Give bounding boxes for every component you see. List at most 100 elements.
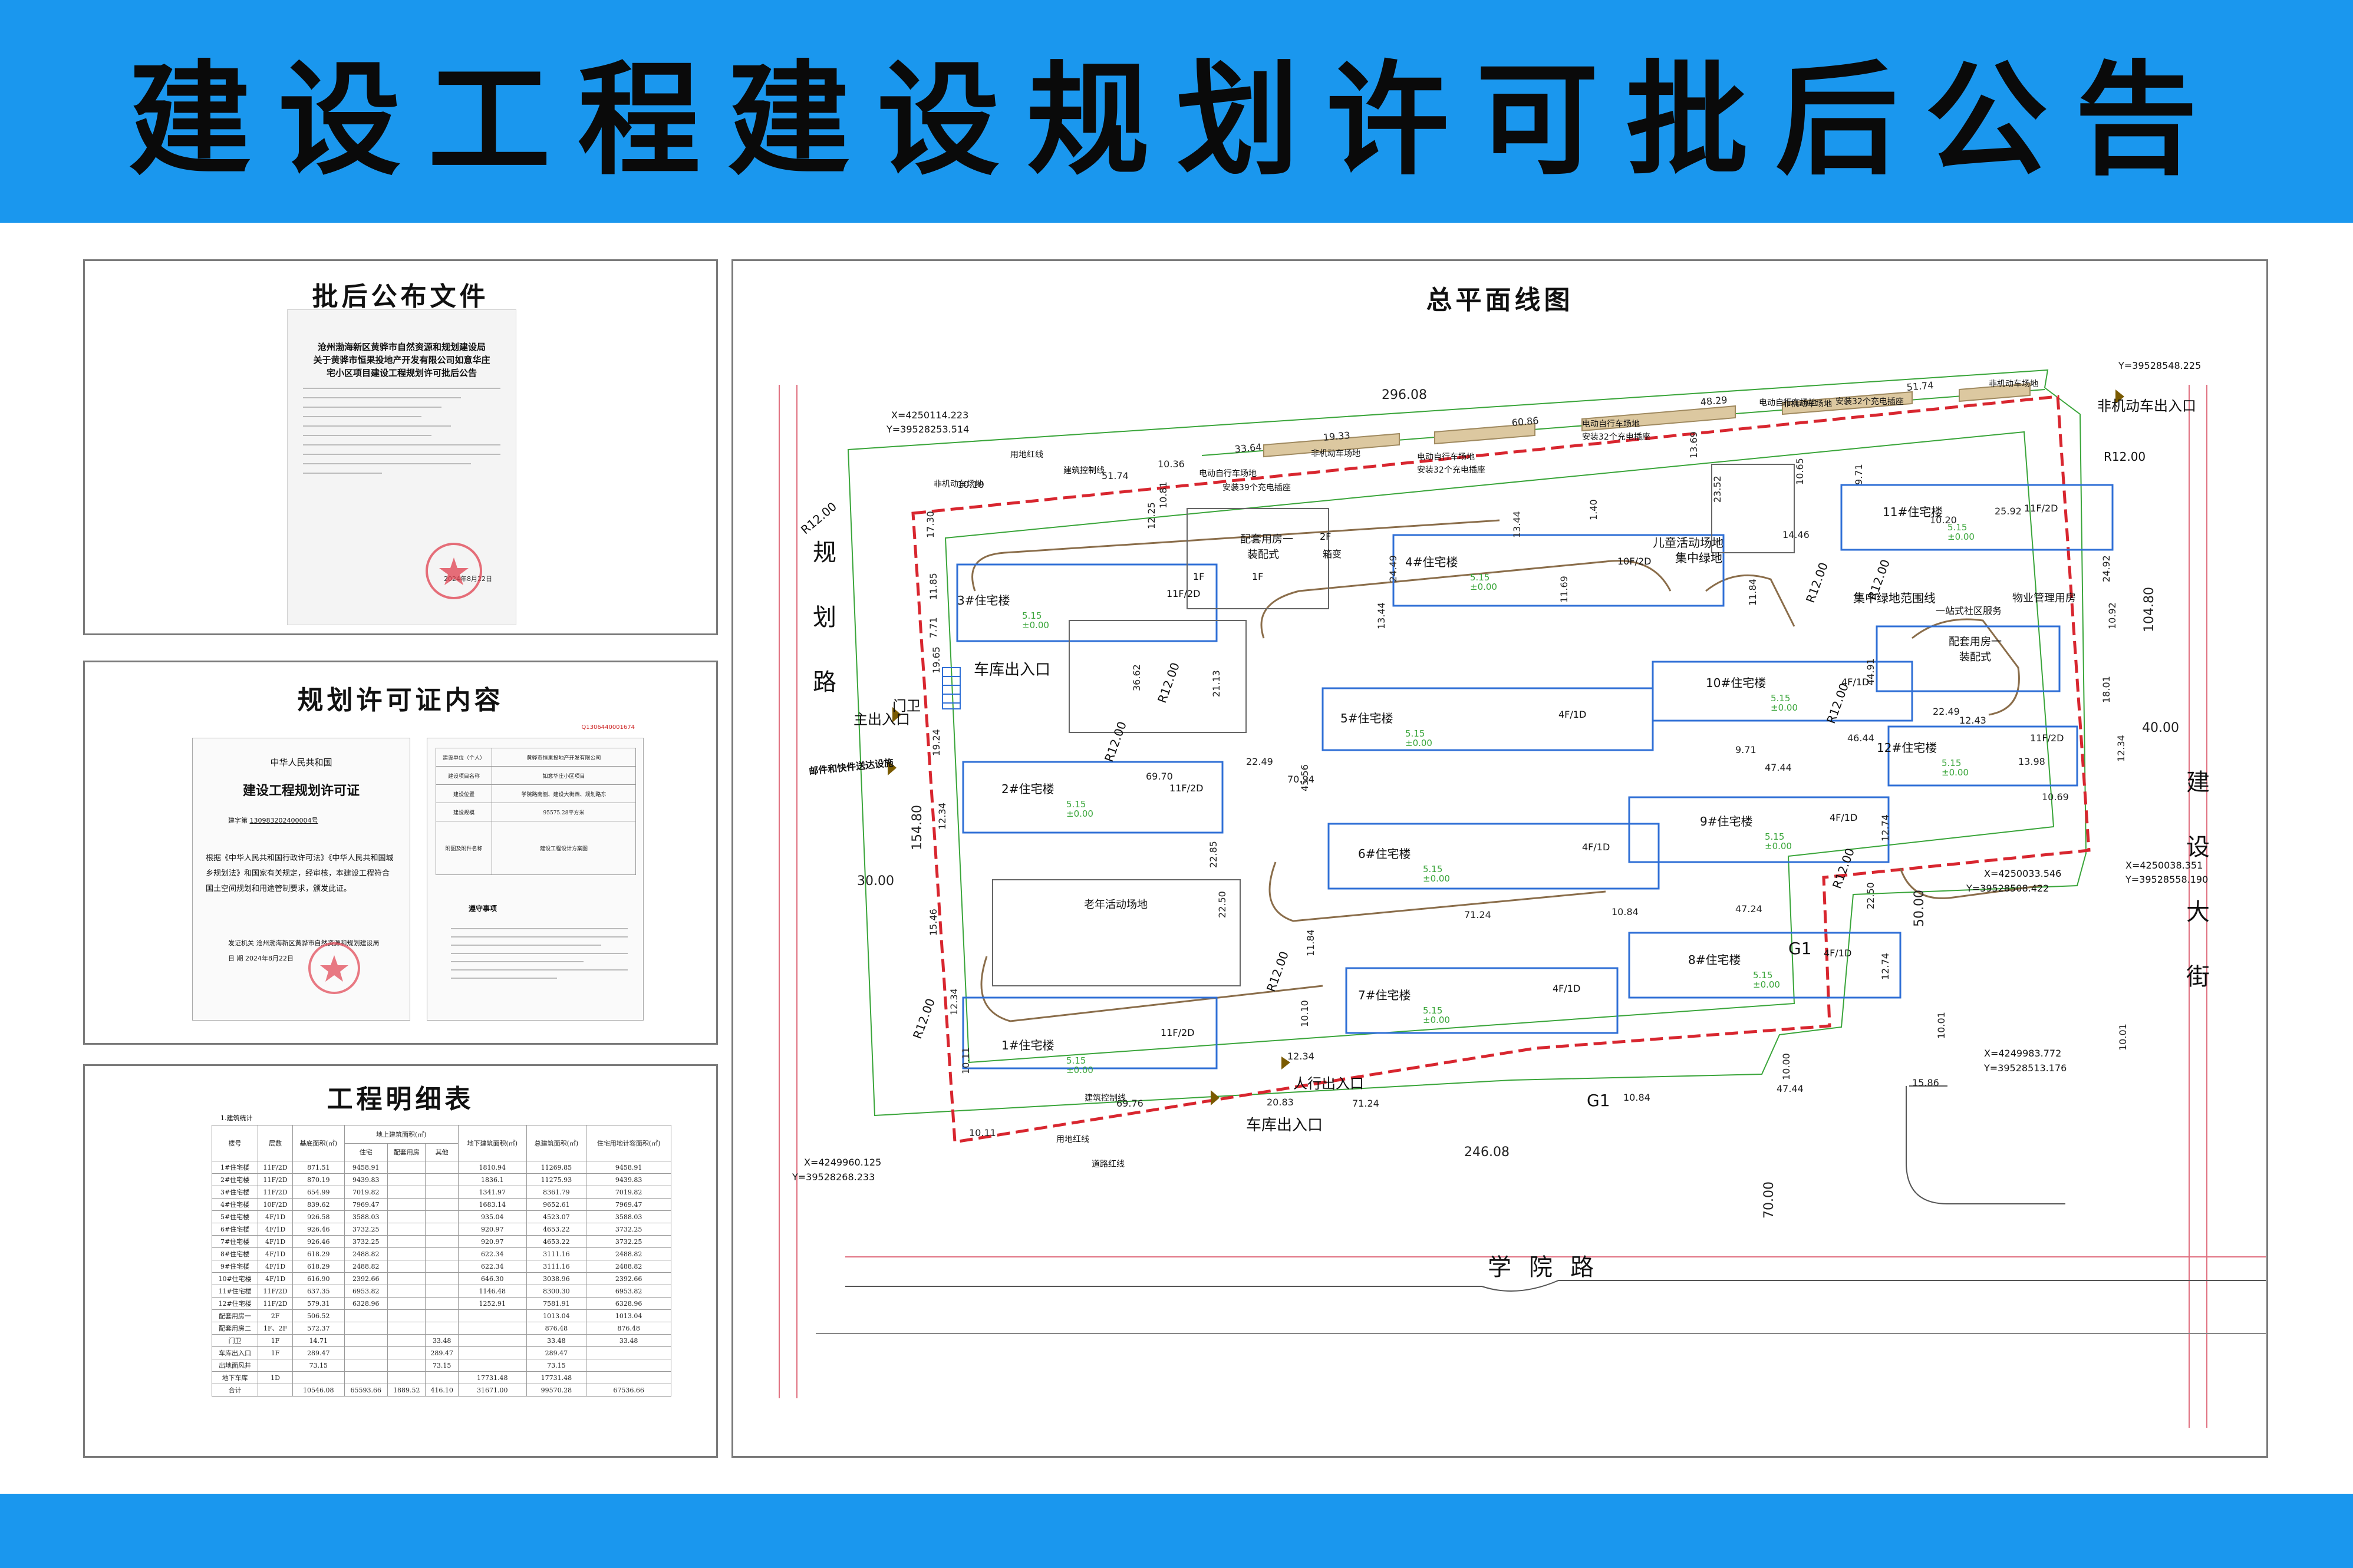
details-cell (344, 1359, 388, 1372)
details-cell (344, 1322, 388, 1335)
details-cell: 4F/1D (258, 1272, 294, 1285)
details-cell: 622.34 (457, 1247, 527, 1260)
elevation-value: 5.15 (1022, 610, 1042, 621)
dimension-label: 13.44 (1376, 602, 1387, 629)
road-south-name: 学院路 (1488, 1254, 1611, 1281)
footer-band (0, 1494, 2353, 1568)
elevation-value: 5.15 (1066, 1055, 1086, 1066)
details-cell: 31671.00 (457, 1384, 527, 1397)
building-9-outline (1628, 796, 1890, 863)
details-cell: 合计 (211, 1384, 259, 1397)
details-cell: 1#住宅楼 (211, 1161, 259, 1174)
details-cell: 4F/1D (258, 1247, 294, 1260)
dimension-label: 11.69 (1558, 576, 1570, 603)
building-elevation: 5.15±0.00 (1765, 832, 1792, 851)
bike-shed-5 (1959, 382, 2031, 402)
details-cell: 926.46 (292, 1223, 345, 1236)
dimension-label: 60.86 (1511, 415, 1540, 428)
details-cell: 2488.82 (344, 1260, 388, 1273)
elevation-zero: ±0.00 (1423, 873, 1450, 884)
dimension-label: 13.44 (1511, 511, 1522, 538)
dimension-label: 1.40 (1588, 499, 1599, 520)
details-cell: 配套用房一 (211, 1309, 259, 1322)
site-plan-panel: 总平面线图 (731, 259, 2268, 1458)
details-cell: 4653.22 (526, 1235, 587, 1248)
details-cell: 871.51 (292, 1161, 345, 1174)
details-cell: 6953.82 (344, 1285, 388, 1298)
building-elevation: 5.15±0.00 (1753, 970, 1780, 989)
elevation-value: 5.15 (1405, 728, 1425, 739)
dimension-label: 11.84 (1305, 929, 1316, 956)
details-cell: 1F、2F (258, 1322, 294, 1335)
coord-y-nw: Y=39528253.514 (887, 424, 970, 435)
permit-date: 2024年8月22日 (245, 955, 294, 962)
charging-label-3: 安装32个充电插座 (1582, 433, 1650, 442)
permit-issuer-row: 发证机关 沧州渤海新区黄骅市自然资源和规划建设局 (228, 938, 410, 948)
details-cell: 出地面风井 (211, 1359, 259, 1372)
permit-date-row: 日 期 2024年8月22日 (228, 953, 410, 963)
details-cell (387, 1210, 426, 1223)
details-cell: 99570.28 (526, 1384, 587, 1397)
details-cell: 9439.83 (344, 1173, 388, 1186)
dimension-label: 10.20 (1930, 514, 1957, 526)
service-one-floor-1f: 1F (1193, 571, 1205, 582)
senior-area-outline (992, 879, 1241, 986)
dimension-label: 47.44 (1777, 1083, 1804, 1094)
dimension-label: 14.46 (1782, 529, 1810, 540)
details-cell: 926.46 (292, 1235, 345, 1248)
children-area-outline (1711, 464, 1795, 553)
details-cell (425, 1322, 459, 1335)
building-floors: 4F/1D (1841, 676, 1870, 688)
elevation-zero: ±0.00 (1947, 532, 1975, 542)
building-label: 6#住宅楼 (1358, 847, 1411, 861)
details-cell (387, 1260, 426, 1273)
details-cell (387, 1297, 426, 1310)
details-cell: 73.15 (292, 1359, 345, 1372)
details-cell (344, 1371, 388, 1384)
details-cell (586, 1371, 671, 1384)
building-floors: 4F/1D (1582, 841, 1610, 853)
details-cell (457, 1309, 527, 1322)
dimension-label: 69.76 (1116, 1098, 1143, 1109)
details-cell: 618.29 (292, 1247, 345, 1260)
details-cell: 7581.91 (526, 1297, 587, 1310)
building-2-outline (962, 761, 1224, 834)
coord-y-ne: Y=39528548.225 (2118, 360, 2202, 371)
permit-issuer-label: 发证机关 (228, 939, 254, 947)
details-cell: 289.47 (425, 1346, 459, 1359)
building-elevation: 5.15±0.00 (1947, 523, 1975, 542)
building-8-outline (1628, 932, 1901, 999)
road-east-name: 建设大街 (2186, 769, 2210, 991)
dimension-label: 69.70 (1146, 771, 1173, 782)
building-3-outline (956, 563, 1218, 642)
details-cell: 65593.66 (344, 1384, 388, 1397)
details-cell (425, 1371, 459, 1384)
coord-y-se: Y=39528513.176 (1984, 1062, 2067, 1074)
permit-row-label: 附图及附件名称 (436, 821, 492, 875)
permit-row-label: 建设项目名称 (436, 766, 492, 785)
dimension-label: 10.84 (1623, 1092, 1650, 1103)
details-cell: 7#住宅楼 (211, 1235, 259, 1248)
details-cell: 416.10 (425, 1384, 459, 1397)
dimension-label: 10.01 (2117, 1024, 2128, 1051)
dimension-label: 104.80 (2142, 587, 2157, 632)
details-cell (387, 1161, 426, 1174)
permit-notice-lines (451, 921, 628, 986)
garage-entrance-label: 车库出入口 (974, 661, 1051, 679)
details-panel-title: 工程明细表 (327, 1084, 474, 1114)
details-cell: 4F/1D (258, 1260, 294, 1273)
details-header: 基底面积(㎡) (292, 1125, 345, 1161)
gate-label: 门卫 (892, 698, 921, 714)
details-cell: 4F/1D (258, 1235, 294, 1248)
permit-number: 130983202400004号 (249, 817, 318, 824)
publish-panel-title: 批后公布文件 (312, 282, 489, 312)
coord-x-se: X=4249983.772 (1984, 1048, 2062, 1059)
details-cell: 935.04 (457, 1210, 527, 1223)
